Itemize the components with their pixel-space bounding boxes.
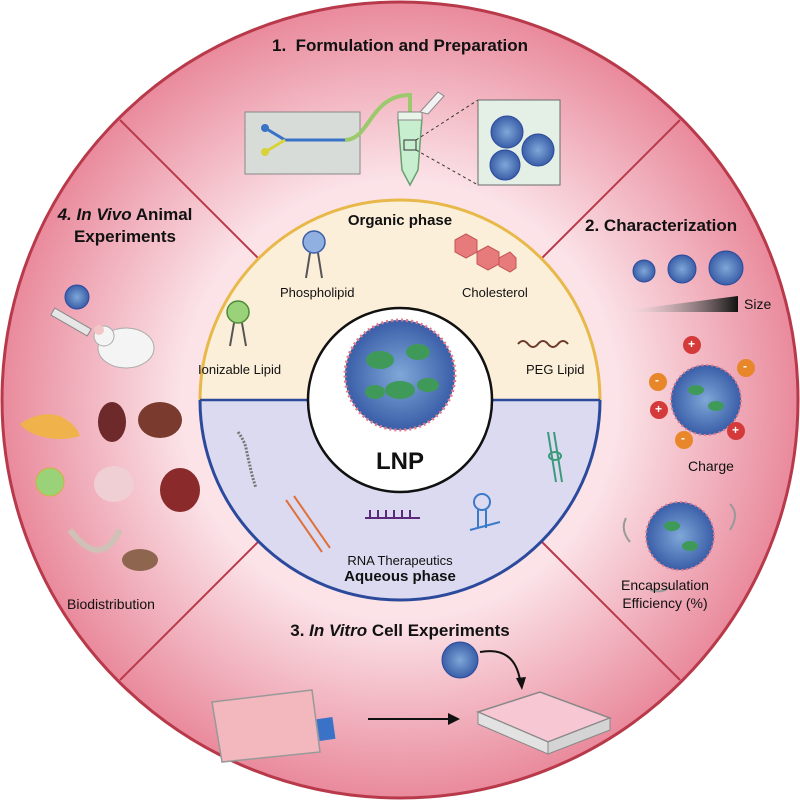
- section-in-vivo-title: 4. In Vivo Animal Experiments: [10, 204, 240, 248]
- section-title-italic: In Vivo: [76, 205, 132, 224]
- tube-icon: [397, 91, 445, 187]
- mouse-icon: [93, 325, 155, 369]
- charge-sign-6: -: [681, 431, 685, 445]
- size-gradient-wedge: [612, 296, 738, 312]
- ionizable-lipid-label: Ionizable Lipid: [198, 362, 282, 377]
- size-label: Size: [744, 296, 772, 312]
- size-particles-icon: [632, 250, 744, 286]
- phospholipid-label: Phospholipid: [280, 285, 355, 300]
- nanoparticle-zoom-panel-icon: [477, 99, 561, 186]
- charge-sign-5: +: [732, 423, 740, 437]
- peg-lipid-label: PEG Lipid: [526, 362, 585, 377]
- peg-lipid-icon: [517, 340, 569, 348]
- charge-label: Charge: [688, 458, 734, 474]
- culture-flask-icon: [211, 689, 336, 763]
- cholesterol-icon: [454, 233, 517, 273]
- charge-sign-4: -: [743, 359, 747, 373]
- rna-duplex-icon: [285, 495, 331, 553]
- rna-therapeutics-label: RNA Therapeutics: [347, 553, 453, 568]
- organic-phase-label: Organic phase: [347, 212, 453, 229]
- section-title-text: Cell Experiments: [367, 621, 510, 640]
- encapsulation-line2: Efficiency (%): [622, 595, 708, 611]
- charge-sign-3: +: [655, 402, 663, 416]
- rna-linear-icon: [365, 510, 420, 519]
- rna-stemloop-icon: [547, 431, 563, 483]
- section-number: 1.: [272, 36, 287, 55]
- organs-icon: [20, 402, 200, 571]
- section-dividers: [119, 119, 681, 681]
- section-title-text: Characterization: [603, 216, 738, 235]
- section-number: 4.: [57, 205, 72, 224]
- charge-sign-2: -: [655, 373, 659, 387]
- organic-phase-region: [200, 200, 600, 400]
- syringe-injection-icon: [50, 284, 92, 337]
- charge-particle-icon: [670, 364, 742, 436]
- biodistribution-label: Biodistribution: [67, 596, 155, 612]
- encapsulation-label: Encapsulation Efficiency (%): [600, 576, 730, 612]
- section-title-text: Animal: [131, 205, 193, 224]
- phospholipid-icon: [302, 230, 326, 279]
- ionizable-lipid-icon: [226, 300, 250, 347]
- aqueous-phase-region: [200, 400, 600, 600]
- lnp-dose-icon: [441, 641, 526, 690]
- section-title-italic: In Vitro: [309, 621, 368, 640]
- cholesterol-label: Cholesterol: [462, 285, 528, 300]
- lnp-particle-icon: [343, 318, 457, 432]
- section-formulation-title: 1. Formulation and Preparation: [0, 36, 800, 56]
- zoom-lines: [415, 99, 479, 186]
- encapsulation-line1: Encapsulation: [621, 577, 709, 593]
- section-in-vitro-title: 3. In Vitro Cell Experiments: [0, 621, 800, 641]
- well-plate-icon: [475, 691, 613, 755]
- rna-hairpin-icon: [469, 493, 501, 531]
- section-number: 3.: [290, 621, 305, 640]
- charge-sign-markers: [649, 336, 755, 449]
- arrow-icon: [368, 713, 460, 725]
- section-title-text: Formulation and Preparation: [295, 36, 528, 55]
- section-characterization-title: 2. Characterization: [585, 216, 737, 236]
- charge-sign-1: +: [688, 337, 696, 351]
- aqueous-phase-label: Aqueous phase: [344, 568, 456, 585]
- lnp-center-label: LNP: [376, 448, 424, 475]
- microfluidic-chip-icon: [244, 92, 412, 175]
- section-title-line2: Experiments: [73, 227, 177, 246]
- section-number: 2.: [585, 216, 600, 235]
- encapsulation-particle-icon: [622, 501, 736, 593]
